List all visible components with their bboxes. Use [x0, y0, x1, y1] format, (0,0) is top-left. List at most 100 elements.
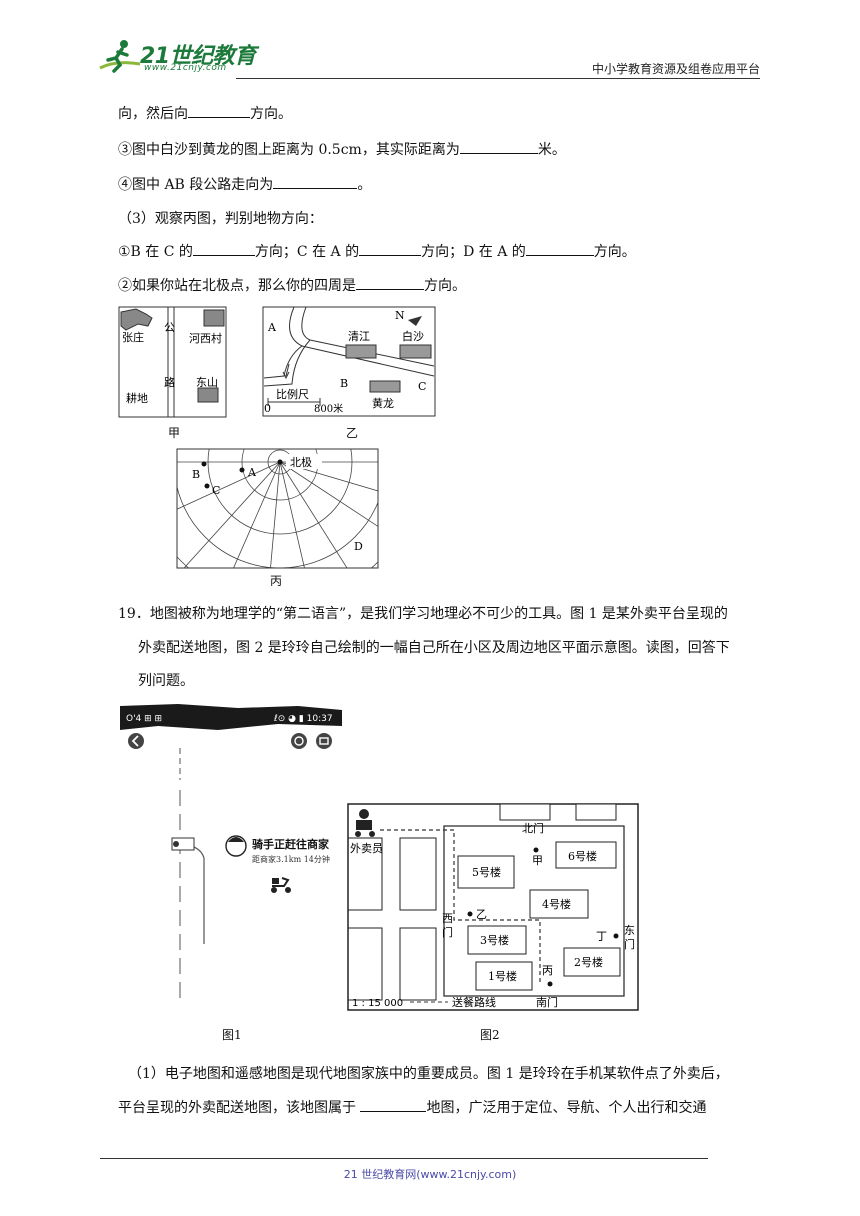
- header-divider: [236, 78, 760, 79]
- text: ③图中白沙到黄龙的图上距离为 0.5cm，其实际距离为: [118, 142, 460, 158]
- figure-1-delivery-map: Ο'4 ⊞ ⊞ ℓ⊙ ◕ ▮ 10:37 骑手正赶往商家 距商家3.1km 14…: [118, 700, 344, 1020]
- caption-fig1: 图1: [222, 1028, 242, 1042]
- label-building-4: 4号楼: [542, 897, 571, 911]
- label-scale: 比例尺: [276, 387, 309, 401]
- text: ②如果你站在北极点，那么你的四周是: [118, 278, 356, 294]
- label-c: C: [212, 484, 220, 497]
- label-east-gate-2: 门: [624, 937, 635, 951]
- label-a: A: [247, 466, 257, 479]
- figure-bing: 北极 A B C D: [176, 448, 380, 570]
- text: 地图，广泛用于定位、导航、个人出行和交通: [426, 1100, 707, 1116]
- caption-bing: 丙: [270, 574, 283, 588]
- label-gengdi: 耕地: [126, 391, 148, 405]
- sub-question-line: 平台呈现的外卖配送地图，该地图属于 地图，广泛用于定位、导航、个人出行和交通: [118, 1098, 706, 1118]
- label-b: B: [192, 468, 200, 481]
- text: 方向。: [593, 244, 636, 260]
- label-east-gate-1: 东: [624, 924, 635, 937]
- figure-2-community-plan: 北门 外卖员 甲 6号楼 5号楼 4号楼 西 门 乙 3号楼 丁 东 门 2号楼…: [346, 802, 642, 1014]
- text: ④图中 AB 段公路走向为: [118, 177, 274, 193]
- answer-blank[interactable]: [459, 140, 538, 154]
- answer-blank[interactable]: [273, 175, 358, 189]
- scooter-icon: [271, 877, 291, 893]
- rider-status-sub: 距商家3.1km 14分钟: [252, 854, 330, 864]
- rider-status-title: 骑手正赶往商家: [252, 837, 330, 851]
- label-courier: 外卖员: [350, 842, 383, 855]
- avatar-icon: [225, 835, 247, 857]
- logo-url: www.21cnjy.com: [144, 63, 227, 73]
- page-header: 21世纪教育 www.21cnjy.com 中小学教育资源及组卷应用平台: [96, 36, 760, 80]
- label-road-bottom: 路: [164, 376, 175, 389]
- caption-fig2: 图2: [480, 1028, 500, 1042]
- label-route: 送餐路线: [452, 995, 496, 1009]
- text-line: ③图中白沙到黄龙的图上距离为 0.5cm，其实际距离为 米。: [118, 140, 566, 160]
- text: 向，然后向: [118, 106, 188, 122]
- label-building-1: 1号楼: [488, 969, 517, 983]
- label-qingjiang: 清江: [348, 330, 370, 343]
- answer-blank[interactable]: [192, 242, 255, 256]
- footer-text[interactable]: 21 世纪教育网(www.21cnjy.com): [343, 1168, 517, 1181]
- status-left: Ο'4 ⊞ ⊞: [126, 714, 162, 724]
- label-scale-zero: 0: [264, 402, 271, 415]
- label-dongshan: 东山: [196, 376, 218, 389]
- sub-question-line: （1）电子地图和遥感地图是现代地图家族中的重要成员。图 1 是玲玲在手机某软件点…: [128, 1064, 729, 1084]
- platform-name: 中小学教育资源及组卷应用平台: [591, 62, 760, 76]
- text: 方向；C 在 A 的: [254, 244, 360, 260]
- label-huanglong: 黄龙: [372, 396, 394, 410]
- label-hexicun: 河西村: [189, 331, 222, 345]
- merchant-marker-icon: [171, 837, 195, 851]
- text-line: （3）观察丙图，判别地物方向：: [118, 209, 323, 229]
- label-zhangzhuang: 张庄: [122, 330, 144, 344]
- answer-blank[interactable]: [525, 242, 594, 256]
- label-building-5: 5号楼: [472, 865, 501, 879]
- label-north-gate: 北门: [522, 821, 544, 835]
- text: 19．地图被称为地理学的“第二语言”，是我们学习地理必不可少的工具。图 1 是某…: [118, 606, 728, 622]
- refresh-icon[interactable]: [291, 733, 307, 749]
- text-line: ①B 在 C 的 方向；C 在 A 的 方向；D 在 A 的 方向。: [118, 242, 636, 262]
- text: （1）电子地图和遥感地图是现代地图家族中的重要成员。图 1 是玲玲在手机某软件点…: [128, 1066, 729, 1082]
- message-icon[interactable]: [316, 733, 332, 749]
- label-building-6: 6号楼: [568, 849, 597, 863]
- text: 列问题。: [138, 673, 194, 689]
- label-north: N: [395, 309, 405, 322]
- label-d: D: [354, 540, 363, 553]
- label-jia: 甲: [532, 854, 543, 867]
- label-west-gate-2: 门: [442, 925, 453, 939]
- text: 米。: [537, 142, 566, 158]
- label-building-3: 3号楼: [480, 933, 509, 947]
- label-pole: 北极: [290, 455, 312, 469]
- logo: 21世纪教育 www.21cnjy.com: [96, 36, 266, 80]
- text: ①B 在 C 的: [118, 244, 193, 260]
- text-line: 向，然后向 方向。: [118, 104, 292, 124]
- text: 方向。: [424, 278, 466, 294]
- text: 外卖配送地图，图 2 是玲玲自己绘制的一幅自己所在小区及周边地区平面示意图。读图…: [138, 640, 730, 656]
- footer-divider: [100, 1158, 708, 1159]
- label-road-top: 公: [164, 321, 175, 334]
- caption-jia: 甲: [168, 426, 181, 440]
- label-b: B: [340, 377, 348, 390]
- chevron-left-icon[interactable]: [128, 733, 144, 749]
- text: （3）观察丙图，判别地物方向：: [118, 211, 323, 227]
- label-a: A: [267, 321, 277, 334]
- courier-scooter-icon: [355, 809, 375, 837]
- status-right: ℓ⊙ ◕ ▮ 10:37: [273, 714, 333, 724]
- text-line: ④图中 AB 段公路走向为 。: [118, 175, 371, 195]
- figure-yi: A N 清江 白沙 B C 比例尺 0 800米 黄龙: [262, 306, 437, 418]
- label-ding: 丁: [596, 930, 607, 943]
- label-building-2: 2号楼: [574, 955, 603, 969]
- logo-text: 21世纪教育: [140, 44, 256, 69]
- text: 方向；D 在 A 的: [421, 244, 526, 260]
- text-line: ②如果你站在北极点，那么你的四周是 方向。: [118, 276, 466, 296]
- answer-blank[interactable]: [188, 104, 250, 118]
- label-bing: 丙: [542, 964, 553, 977]
- text: 。: [357, 177, 372, 193]
- label-baisha: 白沙: [402, 329, 424, 343]
- question-19-line: 列问题。: [138, 671, 194, 691]
- answer-blank[interactable]: [359, 242, 422, 256]
- text: 方向。: [250, 106, 292, 122]
- text: 平台呈现的外卖配送地图，该地图属于: [118, 1100, 356, 1116]
- label-scale: 1 : 15 000: [352, 998, 403, 1009]
- answer-blank[interactable]: [360, 1098, 427, 1112]
- answer-blank[interactable]: [356, 276, 424, 290]
- label-south-gate: 南门: [536, 995, 558, 1009]
- figure-jia: 张庄 公 河西村 路 东山 耕地: [118, 306, 228, 420]
